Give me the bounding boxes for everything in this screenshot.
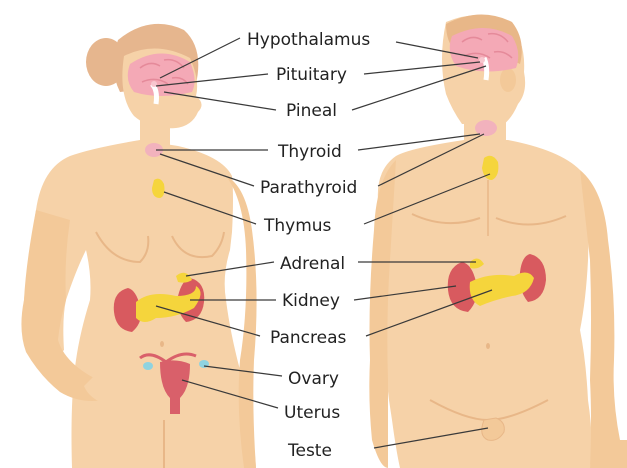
female-navel [160, 341, 164, 347]
label-pineal: Pineal [286, 101, 337, 121]
label-teste: Teste [287, 441, 332, 461]
label-pituitary: Pituitary [276, 65, 347, 85]
male-navel [486, 343, 490, 349]
label-uterus: Uterus [284, 403, 340, 423]
label-ovary: Ovary [288, 369, 339, 389]
male-ear [500, 68, 516, 92]
male-thyroid [475, 120, 497, 136]
label-pancreas: Pancreas [270, 328, 347, 348]
female-brain [128, 53, 195, 96]
label-hypothalamus: Hypothalamus [247, 30, 370, 50]
label-parathyroid: Parathyroid [260, 178, 357, 198]
label-thymus: Thymus [263, 216, 332, 236]
label-adrenal: Adrenal [280, 254, 345, 274]
label-thyroid: Thyroid [277, 142, 342, 162]
female-figure [21, 24, 256, 468]
labels: Hypothalamus Pituitary Pineal Thyroid Pa… [247, 30, 370, 461]
female-ovary-left [143, 362, 153, 370]
label-kidney: Kidney [282, 291, 340, 311]
male-figure [369, 14, 627, 468]
